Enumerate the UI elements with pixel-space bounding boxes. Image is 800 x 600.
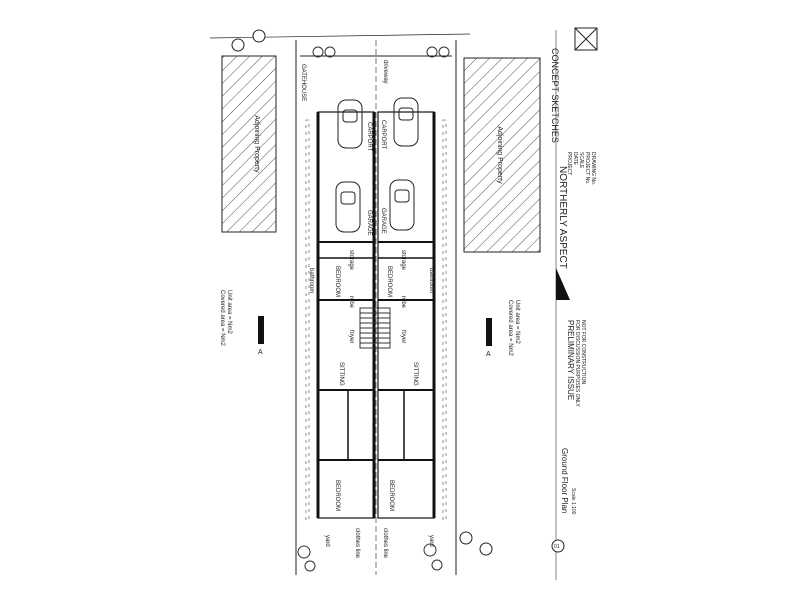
label-garage-left: GARAGE (366, 210, 372, 236)
field-project-no: PROJECT No. (584, 152, 590, 184)
label-bedroom-front-left: BEDROOM (334, 266, 340, 297)
label-bedroom-rear-right: BEDROOM (388, 480, 394, 511)
room-labels-right: CARPORT GARAGE storage BEDROOM bathroom … (380, 120, 434, 559)
label-bathroom-left: bathroom (308, 268, 314, 293)
label-foyer-right: foyer (400, 330, 406, 343)
field-date: DATE (572, 152, 578, 166)
label-carport-right: CARPORT (380, 120, 386, 150)
firm-name: NORTHERLY ASPECT (557, 166, 568, 269)
car-carport-right (394, 98, 418, 146)
label-sitting-right: SITTING (412, 362, 418, 386)
label-garage-right: GARAGE (380, 208, 386, 234)
section-a-right: A (486, 351, 491, 358)
car-garage-right (390, 180, 414, 230)
title-block: CONCEPT SKETCHES PROJECT DATE SCALE PROJ… (550, 28, 597, 580)
issue-sub-2: NOT FOR CONSTRUCTION (580, 320, 586, 384)
car-garage-left (336, 182, 360, 232)
label-clothes-line-left: clothes line (354, 528, 360, 559)
area-note-right: Unit area = Nm2Covered area = Nm2 (507, 300, 520, 357)
label-bedroom-rear-left: BEDROOM (334, 480, 340, 511)
section-marker-left: A (258, 316, 264, 356)
label-foyer-left: foyer (348, 330, 354, 343)
driveway-label: driveway (382, 60, 388, 84)
issue-title: PRELIMINARY ISSUE (566, 320, 575, 400)
section-a-left: A (258, 349, 263, 356)
label-storage-left: storage (348, 250, 354, 271)
label-clothes-line-right: clothes line (382, 528, 388, 559)
field-scale: SCALE (578, 152, 584, 169)
unit-left-walls (318, 112, 374, 518)
adjoining-property-left: Adjoining Property (222, 56, 276, 232)
heading-concept-sketches: CONCEPT SKETCHES (550, 48, 560, 143)
area-note-left: Unit area = Nm2Covered area = Nm2 (219, 290, 232, 347)
label-yard-right: yard (428, 535, 434, 547)
adjoining-left-label: Adjoining Property (253, 115, 260, 173)
adjoining-right-label: Adjoining Property (496, 126, 503, 184)
label-yard-left: yard (324, 535, 330, 547)
drawing-title: Ground Floor Plan (560, 448, 569, 513)
field-drawing-no: DRAWING No. (590, 152, 596, 185)
label-robe-left: robe (348, 296, 354, 309)
adjoining-property-right: Adjoining Property (464, 58, 540, 252)
label-storage-right: storage (400, 250, 406, 271)
section-marker-right: A (486, 318, 492, 358)
label-bedroom-front-right: BEDROOM (386, 266, 392, 297)
gatehouse-label: GATEHOUSE (300, 64, 306, 101)
unit-right-walls (378, 112, 434, 518)
drawing-number: 01 (554, 544, 560, 550)
scale-text: Scale 1:100 (570, 488, 576, 515)
label-robe-right: robe (400, 296, 406, 309)
firm-logo-icon (556, 268, 570, 300)
car-carport-left (338, 100, 362, 148)
label-bathroom-right: bathroom (428, 268, 434, 293)
label-sitting-left: SITTING (338, 362, 344, 386)
issue-sub-1: FOR DISCUSSION PURPOSES ONLY (574, 320, 580, 408)
label-carport-left: CARPORT (366, 122, 372, 152)
